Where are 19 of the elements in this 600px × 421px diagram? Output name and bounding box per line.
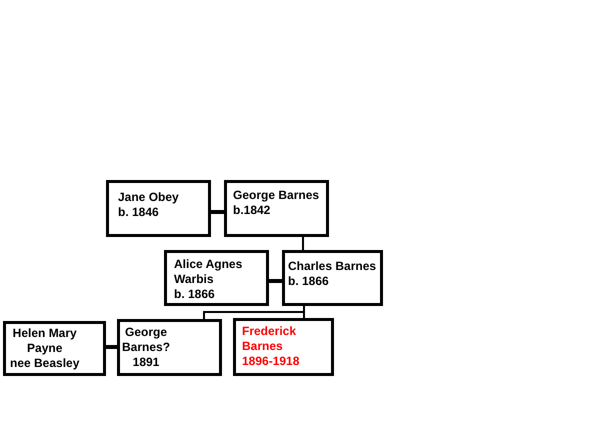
person-box [282, 250, 383, 306]
connector-line [269, 279, 282, 283]
person-label: Charles Barnes b. 1866 [288, 259, 376, 289]
person-box [117, 319, 222, 376]
person-box [233, 318, 334, 376]
person-box [106, 180, 211, 237]
connector-line [106, 345, 117, 349]
person-box [224, 180, 329, 237]
connector-line [303, 306, 305, 318]
person-box [164, 250, 269, 306]
connector-line [302, 237, 304, 250]
person-label: George Barnes b.1842 [233, 188, 320, 218]
person-label: Frederick Barnes 1896-1918 [242, 324, 300, 369]
connector-line [211, 210, 224, 214]
person-box [3, 321, 106, 376]
person-label: Jane Obey b. 1846 [118, 190, 179, 220]
person-label: Helen Mary Payne nee Beasley [10, 326, 80, 371]
person-label: Alice Agnes Warbis b. 1866 [174, 257, 242, 302]
person-label: George Barnes? 1891 [122, 325, 170, 370]
